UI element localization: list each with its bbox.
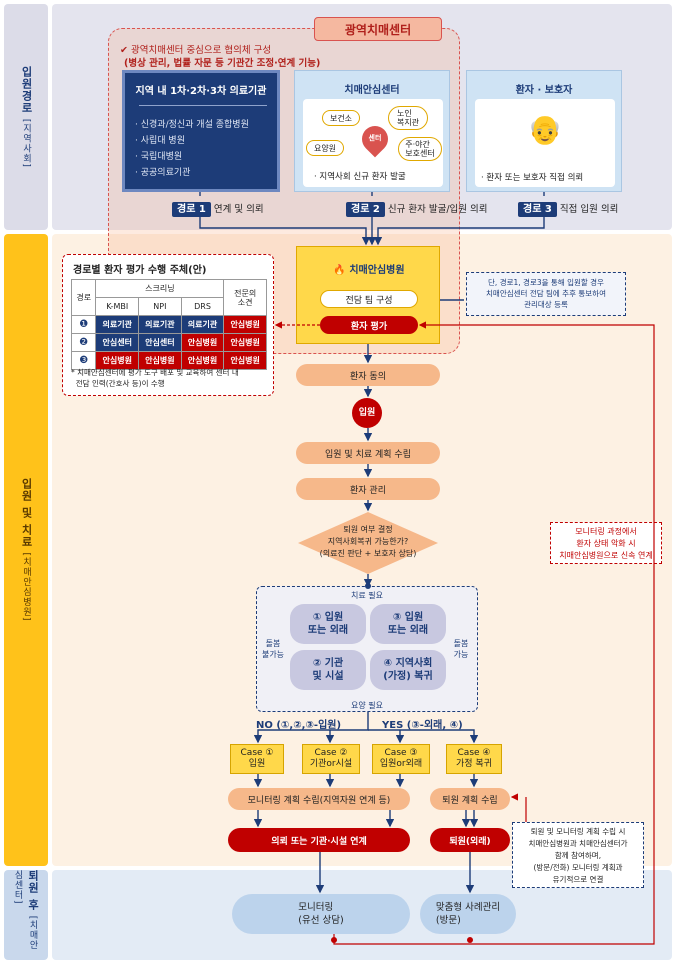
quadrant-4: ④ 지역사회 (가정) 복귀	[370, 650, 446, 690]
medical-institutions-box: 지역 내 1차·2차·3차 의료기관 · 신경과/정신과 개설 종합병원 · 사…	[122, 70, 280, 192]
branch-yes: YES (③-외래, ④)	[382, 720, 463, 731]
patient-caregiver-box: 환자 · 보호자 👴 · 환자 또는 보호자 직접 의뢰	[466, 70, 622, 192]
side-treatment-title: 입원 및 치료	[20, 478, 33, 548]
flame-icon: 🔥	[333, 265, 346, 276]
patient-desc: · 환자 또는 보호자 직접 의뢰	[481, 173, 584, 183]
th-specialist: 전문의 소견	[223, 279, 267, 316]
monitoring-plan: 모니터링 계획 수립(지역자원 연계 등)	[228, 788, 410, 810]
th-col: DRS	[180, 297, 225, 316]
quad-left-label: 돌봄 불가능	[261, 639, 285, 659]
hospital-title: 🔥 치매안심병원	[333, 265, 405, 276]
eval-table-note: * 치매안심센터에 평가 도구 배포 및 교육하여 센터 내 전담 인력(간호사…	[71, 368, 239, 388]
eval-table-title: 경로별 환자 평가 수행 주체(안)	[73, 265, 207, 276]
route-3: 경로 3 직접 입원 의뢰	[518, 200, 618, 217]
regional-line2: (병상 관리, 법률 자문 등 기관간 조정·연계 기능)	[124, 58, 321, 69]
side-treatment-sub: [치매안심병원]	[21, 552, 31, 622]
step-patient-management: 환자 관리	[296, 478, 440, 500]
route-1: 경로 1 연계 및 의뢰	[172, 200, 264, 217]
side-after: 퇴원 후 [치매안심센터]	[4, 870, 48, 960]
regional-center-title: 광역치매센터	[314, 17, 442, 41]
step-treatment-plan: 입원 및 치료 계획 수립	[296, 442, 440, 464]
referral-linkage: 의뢰 또는 기관·시설 연계	[228, 828, 410, 852]
node-nursing-home: 요양원	[306, 140, 344, 156]
node-elder-welfare: 노인 복지관	[388, 106, 428, 130]
side-treatment: 입원 및 치료 [치매안심병원]	[4, 234, 48, 866]
discharge-outpatient: 퇴원(외래)	[430, 828, 510, 852]
registration-note: 단, 경로1, 경로3을 통해 입원할 경우 치매안심센터 전담 팀에 추후 통…	[466, 272, 626, 316]
quadrant-2: ② 기관 및 시설	[290, 650, 366, 690]
th-col: K-MBI	[95, 297, 140, 316]
step-consent: 환자 동의	[296, 364, 440, 386]
monitoring-phone: 모니터링 (유선 상담)	[232, 894, 410, 934]
medical-item: · 사립대 병원	[135, 136, 185, 146]
quad-top-label: 치료 필요	[351, 591, 383, 600]
th-screening: 스크리닝	[95, 279, 225, 298]
side-admission-path: 입원경로 [지역사회]	[4, 4, 48, 230]
route-2: 경로 2 신규 환자 발굴/입원 의뢰	[346, 200, 488, 217]
step-admit: 입원	[352, 398, 382, 428]
case-management-visit: 맞춤형 사례관리 (방문)	[420, 894, 516, 934]
center-desc: · 지역사회 신규 환자 발굴	[314, 172, 406, 182]
th-route: 경로	[70, 279, 97, 316]
medical-item: · 신경과/정신과 개설 종합병원	[135, 120, 249, 130]
regional-line1: ✔ 광역치매센터 중심으로 협의체 구성	[120, 45, 272, 56]
node-health-center: 보건소	[322, 110, 360, 126]
decision-text: 퇴원 여부 결정 지역사회복귀 가능한가? (의료진 판단 + 보호자 상담)	[319, 525, 417, 558]
side-admission-path-title: 입원경로	[20, 66, 33, 115]
th-col: NPI	[138, 297, 182, 316]
monitoring-deterioration-note: 모니터링 과정에서 환자 상태 악화 시 치매안심병원으로 신속 연계	[550, 522, 662, 564]
medical-title: 지역 내 1차·2차·3차 의료기관	[135, 86, 267, 97]
medical-item: · 공공의료기관	[135, 168, 191, 178]
quad-right-label: 돌봄 가능	[453, 639, 469, 659]
center-title: 치매안심센터	[344, 85, 400, 96]
side-after-sub: [치매안심센터]	[12, 870, 38, 951]
discharge-plan: 퇴원 계획 수립	[430, 788, 510, 810]
quad-bottom-label: 요양 필요	[351, 701, 383, 710]
medical-item: · 국립대병원	[135, 152, 183, 162]
branch-no: NO (①,②,③-입원)	[256, 720, 342, 731]
elderly-person-icon: 👴	[527, 113, 563, 146]
patient-title: 환자 · 보호자	[515, 85, 573, 96]
quadrant-panel	[256, 586, 478, 712]
plan-participation-note: 퇴원 및 모니터링 계획 수립 시 치매안심병원과 치매안심센터가 함께 참여하…	[512, 822, 644, 888]
side-admission-path-sub: [지역사회]	[21, 118, 31, 168]
quadrant-3: ③ 입원 또는 외래	[370, 604, 446, 644]
patient-evaluation: 환자 평가	[320, 316, 418, 334]
team-formation: 전담 팀 구성	[320, 290, 418, 308]
quadrant-1: ① 입원 또는 외래	[290, 604, 366, 644]
node-daycare: 주·야간 보호센터	[398, 137, 442, 161]
node-center: 센터	[368, 134, 382, 142]
side-after-title: 퇴원 후	[26, 870, 40, 911]
